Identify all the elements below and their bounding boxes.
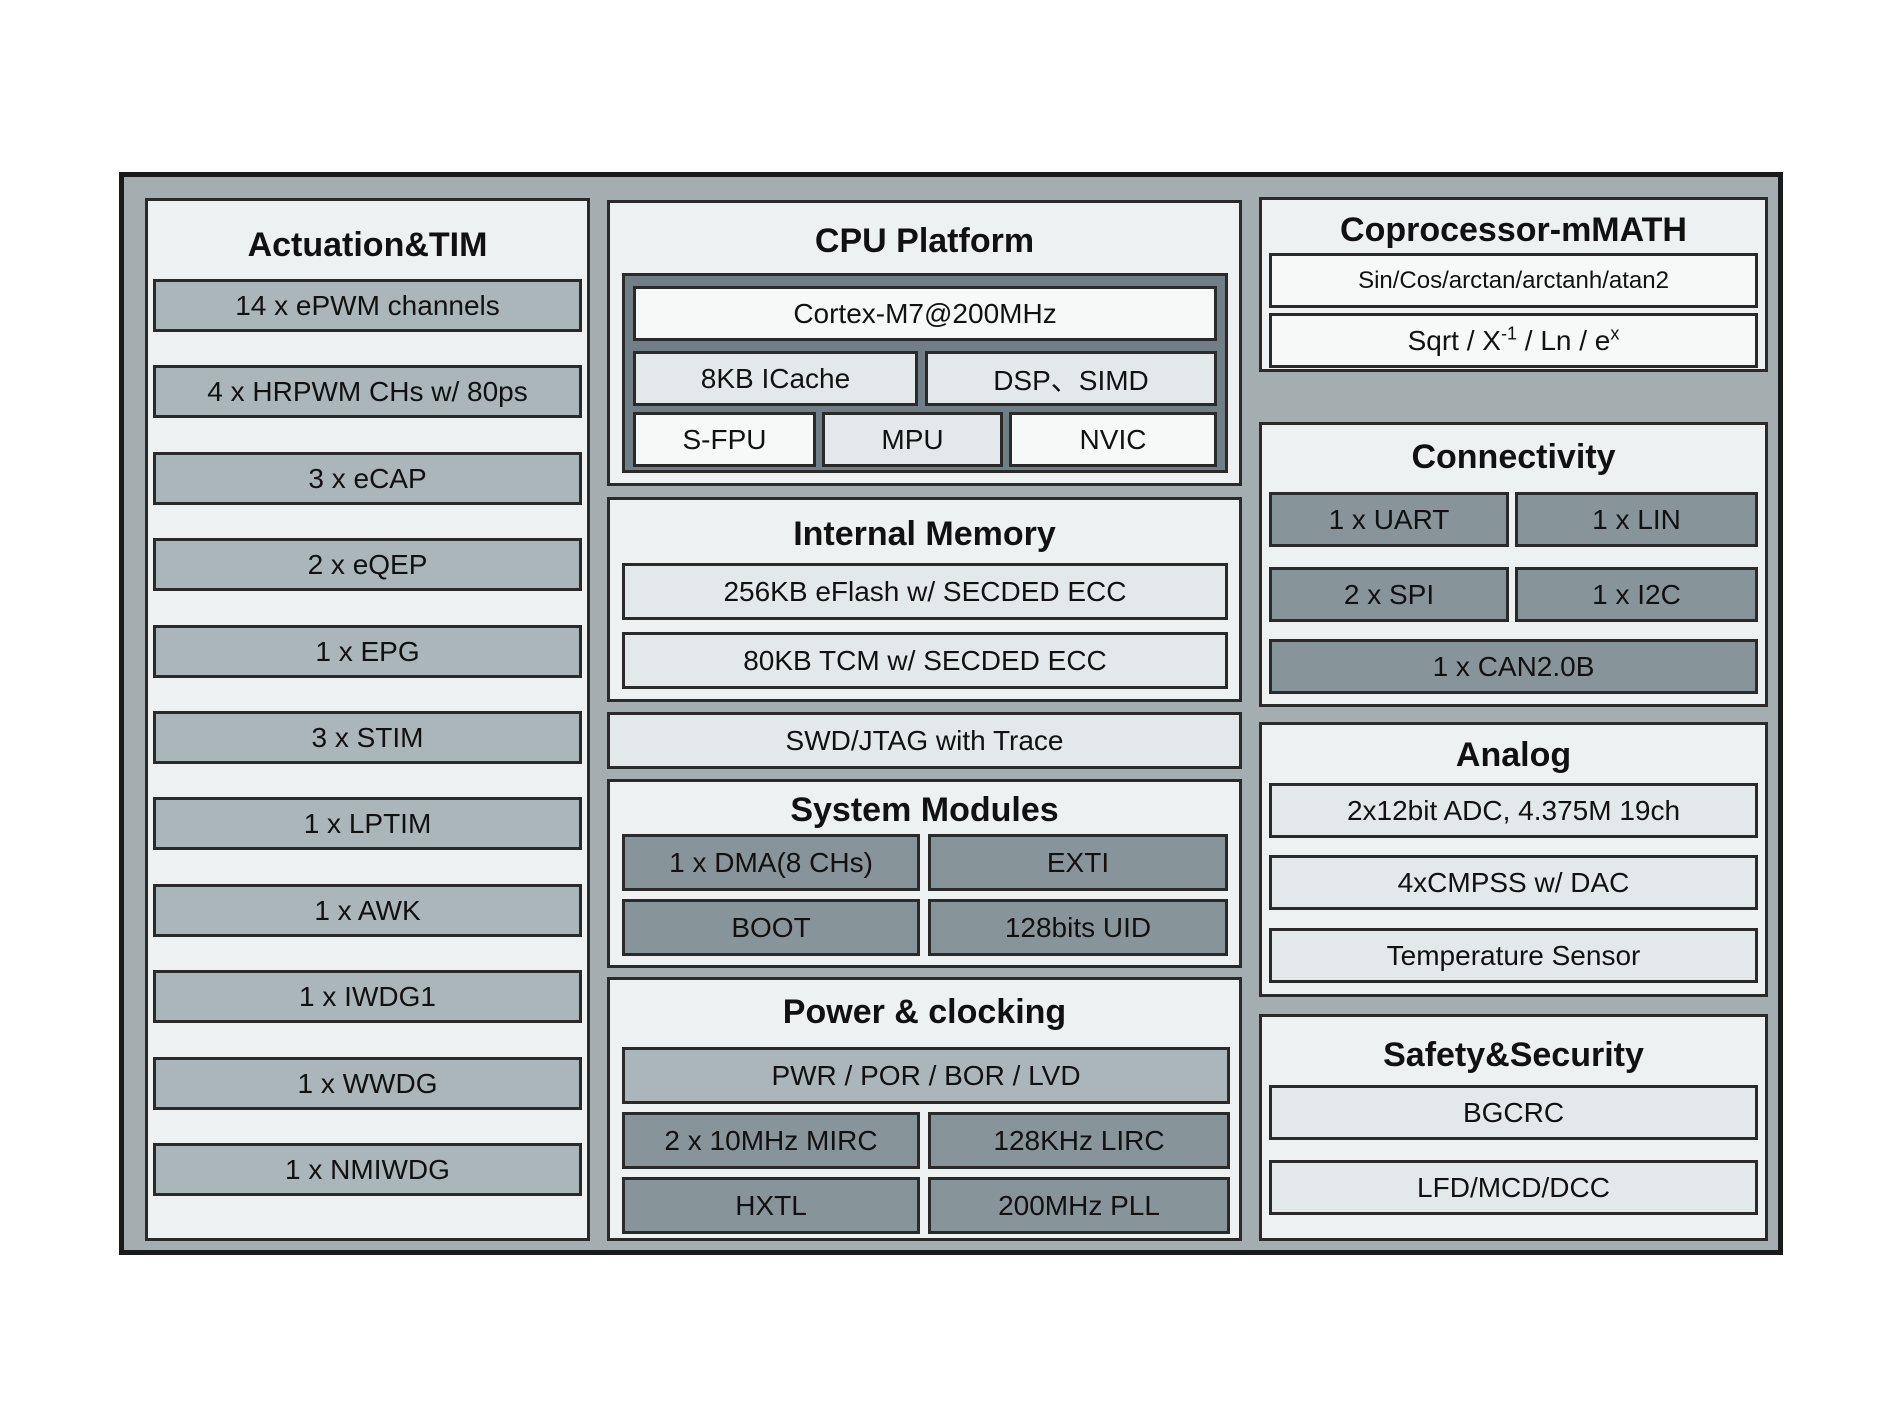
i2c-block: 1 x I2C: [1515, 567, 1758, 622]
system-modules-panel: System Modules 1 x DMA(8 CHs) EXTI BOOT …: [607, 779, 1242, 968]
lin-block: 1 x LIN: [1515, 492, 1758, 547]
coprocessor-title: Coprocessor-mMATH: [1340, 211, 1687, 249]
swd-jtag-block: SWD/JTAG with Trace: [607, 712, 1242, 769]
dsp-simd-block: DSP、SIMD: [925, 351, 1217, 406]
cpu-platform-title: CPU Platform: [814, 222, 1035, 260]
lfd-mcd-dcc-block: LFD/MCD/DCC: [1269, 1160, 1758, 1215]
uid-block: 128bits UID: [928, 899, 1228, 956]
safety-security-title: Safety&Security: [1383, 1036, 1644, 1074]
sfpu-block: S-FPU: [633, 412, 816, 467]
trig-functions-block: Sin/Cos/arctan/arctanh/atan2: [1269, 253, 1758, 308]
uart-block: 1 x UART: [1269, 492, 1509, 547]
awk-block: 1 x AWK: [153, 884, 582, 937]
mpu-block: MPU: [822, 412, 1003, 467]
pll-block: 200MHz PLL: [928, 1177, 1230, 1234]
spi-block: 2 x SPI: [1269, 567, 1509, 622]
cpu-platform-panel: CPU Platform Cortex-M7@200MHz 8KB ICache…: [607, 200, 1242, 486]
adc-block: 2x12bit ADC, 4.375M 19ch: [1269, 783, 1758, 838]
hxtl-block: HXTL: [622, 1177, 920, 1234]
coprocessor-panel: Coprocessor-mMATH Sin/Cos/arctan/arctanh…: [1259, 197, 1768, 372]
cortex-m7-block: Cortex-M7@200MHz: [633, 286, 1217, 341]
ecap-block: 3 x eCAP: [153, 452, 582, 505]
exti-block: EXTI: [928, 834, 1228, 891]
tcm-block: 80KB TCM w/ SECDED ECC: [622, 632, 1228, 689]
pwr-por-bor-lvd-block: PWR / POR / BOR / LVD: [622, 1047, 1230, 1104]
block-diagram: Actuation&TIM 14 x ePWM channels 4 x HRP…: [119, 172, 1783, 1255]
power-clocking-panel: Power & clocking PWR / POR / BOR / LVD 2…: [607, 977, 1242, 1241]
analog-title: Analog: [1455, 736, 1572, 774]
can-block: 1 x CAN2.0B: [1269, 639, 1758, 694]
stim-block: 3 x STIM: [153, 711, 582, 764]
system-modules-title: System Modules: [790, 791, 1059, 829]
nvic-block: NVIC: [1009, 412, 1217, 467]
nmiwdg-block: 1 x NMIWDG: [153, 1143, 582, 1196]
power-clocking-title: Power & clocking: [782, 993, 1067, 1031]
internal-memory-panel: Internal Memory 256KB eFlash w/ SECDED E…: [607, 497, 1242, 702]
wwdg-block: 1 x WWDG: [153, 1057, 582, 1110]
safety-security-panel: Safety&Security BGCRC LFD/MCD/DCC: [1259, 1014, 1768, 1241]
cpu-core-frame: Cortex-M7@200MHz 8KB ICache DSP、SIMD S-F…: [622, 273, 1228, 473]
lirc-block: 128KHz LIRC: [928, 1112, 1230, 1169]
actuation-tim-title: Actuation&TIM: [247, 226, 488, 264]
temperature-sensor-block: Temperature Sensor: [1269, 928, 1758, 983]
hrpwm-block: 4 x HRPWM CHs w/ 80ps: [153, 365, 582, 418]
boot-block: BOOT: [622, 899, 920, 956]
dma-block: 1 x DMA(8 CHs): [622, 834, 920, 891]
cmpss-block: 4xCMPSS w/ DAC: [1269, 855, 1758, 910]
icache-block: 8KB ICache: [633, 351, 918, 406]
eqep-block: 2 x eQEP: [153, 538, 582, 591]
lptim-block: 1 x LPTIM: [153, 797, 582, 850]
mirc-block: 2 x 10MHz MIRC: [622, 1112, 920, 1169]
analog-panel: Analog 2x12bit ADC, 4.375M 19ch 4xCMPSS …: [1259, 722, 1768, 997]
actuation-tim-panel: Actuation&TIM 14 x ePWM channels 4 x HRP…: [145, 198, 590, 1241]
math-functions-block: Sqrt / X-1 / Ln / ex: [1269, 313, 1758, 368]
iwdg1-block: 1 x IWDG1: [153, 970, 582, 1023]
bgcrc-block: BGCRC: [1269, 1085, 1758, 1140]
connectivity-title: Connectivity: [1411, 438, 1616, 476]
eflash-block: 256KB eFlash w/ SECDED ECC: [622, 563, 1228, 620]
epwm-block: 14 x ePWM channels: [153, 279, 582, 332]
internal-memory-title: Internal Memory: [793, 515, 1056, 553]
math-functions-text: Sqrt / X-1 / Ln / ex: [1407, 323, 1620, 356]
epg-block: 1 x EPG: [153, 625, 582, 678]
connectivity-panel: Connectivity 1 x UART 1 x LIN 2 x SPI 1 …: [1259, 422, 1768, 707]
